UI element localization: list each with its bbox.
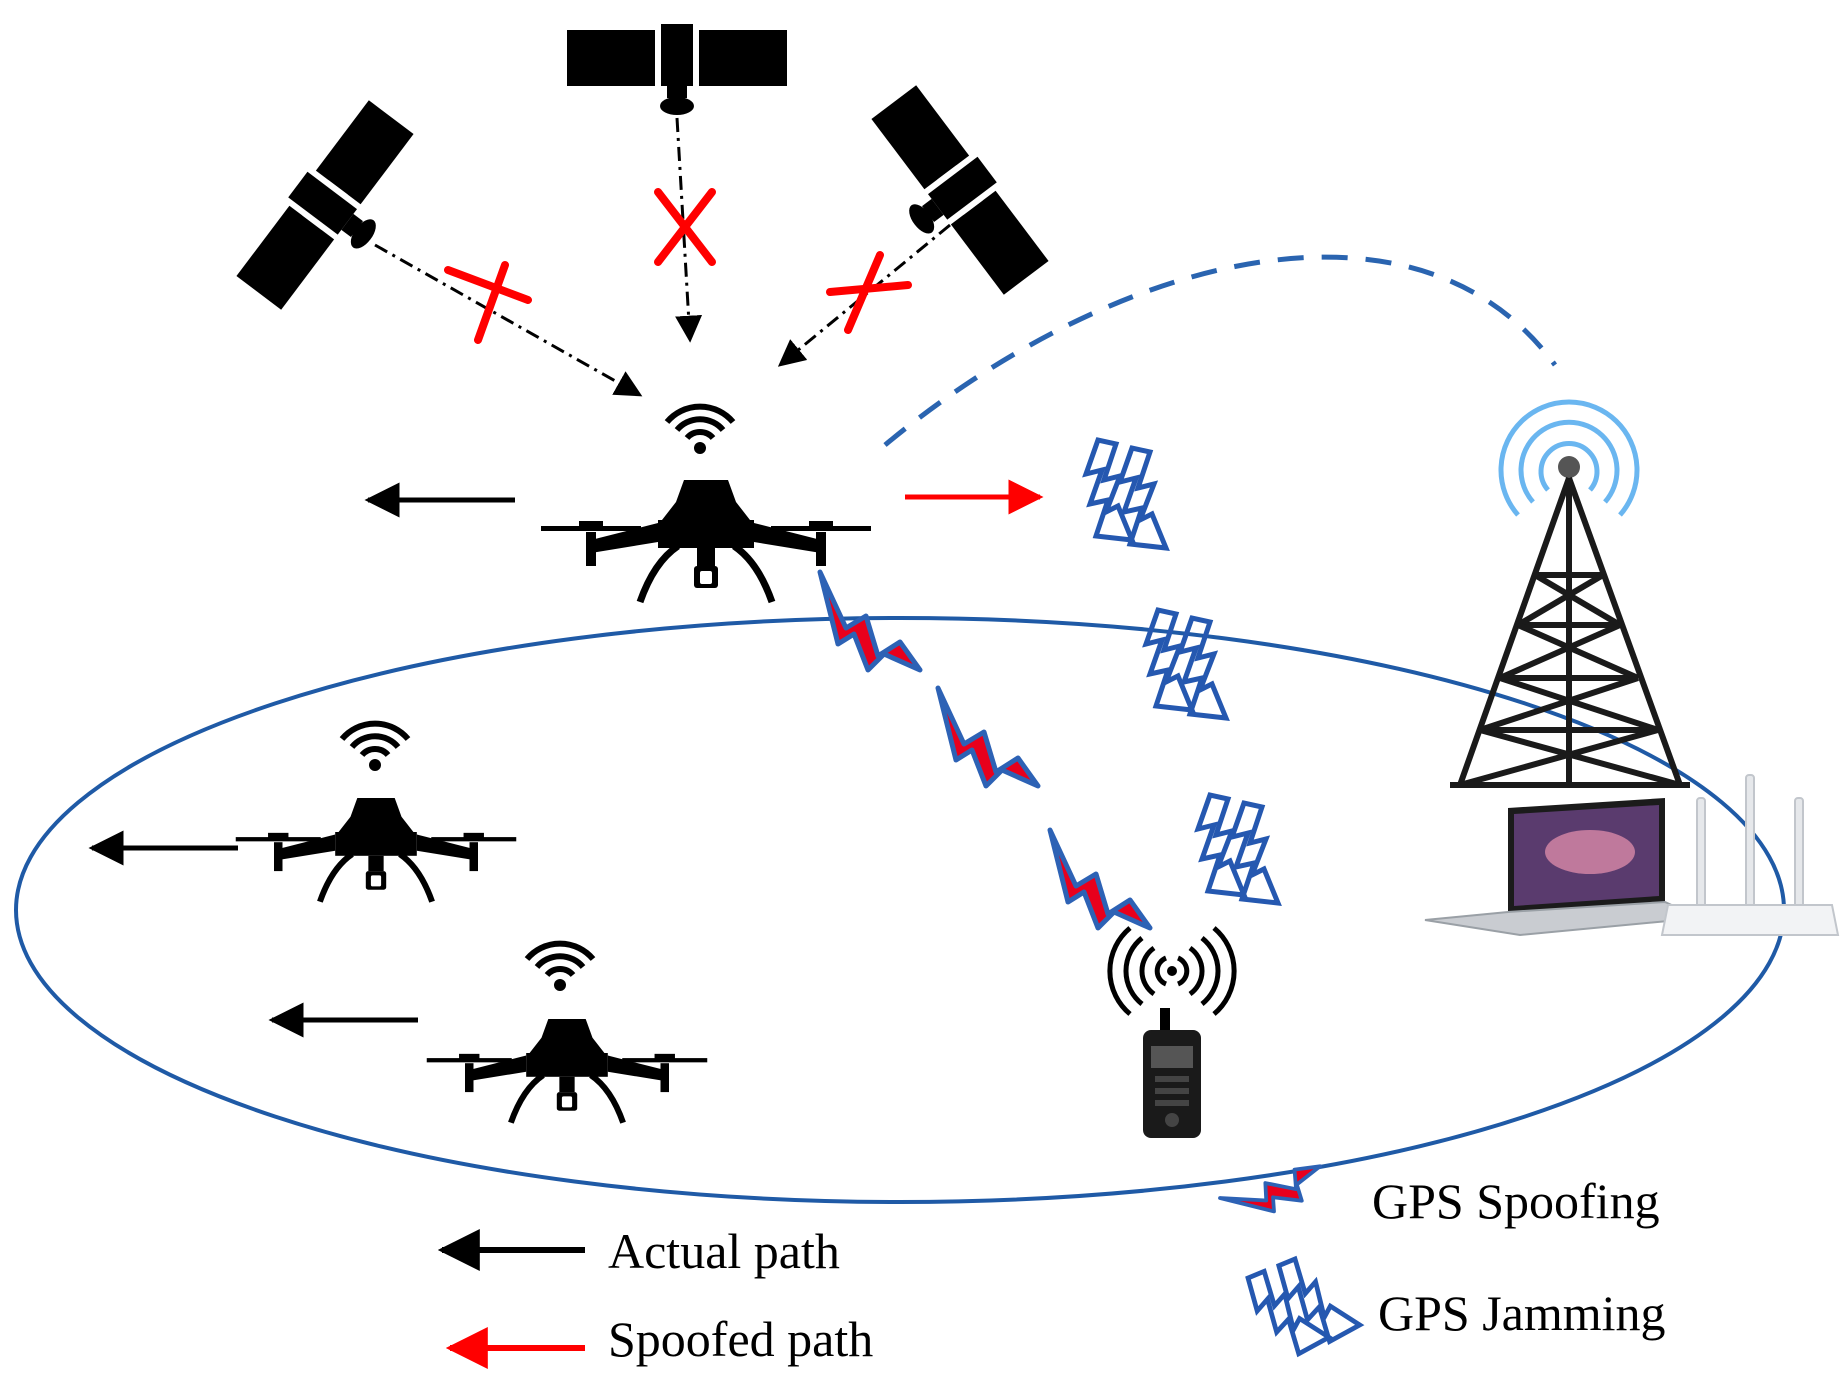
router-icon xyxy=(1660,774,1840,936)
gps-jamming-zigzag xyxy=(1198,795,1278,903)
cell-tower-icon xyxy=(1450,399,1690,788)
drone-icon xyxy=(236,798,517,902)
blocked-x-icon xyxy=(654,188,716,266)
walkie-talkie-icon xyxy=(1107,926,1237,1138)
satellite-signal-center xyxy=(675,117,703,343)
drone-icon xyxy=(427,1019,708,1123)
wifi-icon xyxy=(667,407,733,454)
laptop-icon xyxy=(1424,798,1704,937)
satellite-signal-right xyxy=(777,223,951,367)
blocked-x-icon xyxy=(826,251,912,334)
blocked-x-icon xyxy=(444,261,532,344)
gps-jamming-zigzag xyxy=(1146,610,1226,718)
satellite-icon xyxy=(567,24,787,115)
wifi-icon xyxy=(342,724,408,771)
legend-jamming-zigzag xyxy=(1239,1241,1360,1369)
gps-spoofing-bolt xyxy=(1050,830,1150,928)
satellite-icon xyxy=(848,81,1054,313)
legend: Actual path Spoofed path GPS Spoofing GP… xyxy=(437,1129,1666,1369)
legend-actual-path-label: Actual path xyxy=(608,1223,840,1279)
gps-spoofing-bolt xyxy=(820,572,920,670)
legend-gps-jamming-label: GPS Jamming xyxy=(1378,1285,1666,1341)
gps-jamming-zigzag xyxy=(1086,440,1166,548)
gps-spoofing-bolt xyxy=(938,688,1038,786)
satellite-icon xyxy=(231,96,437,328)
satellite-signal-left xyxy=(374,243,643,397)
legend-gps-spoofing-label: GPS Spoofing xyxy=(1372,1173,1660,1229)
wifi-icon xyxy=(527,944,593,991)
legend-spoofed-path-label: Spoofed path xyxy=(608,1311,873,1367)
communication-link-dashed xyxy=(883,254,1558,447)
